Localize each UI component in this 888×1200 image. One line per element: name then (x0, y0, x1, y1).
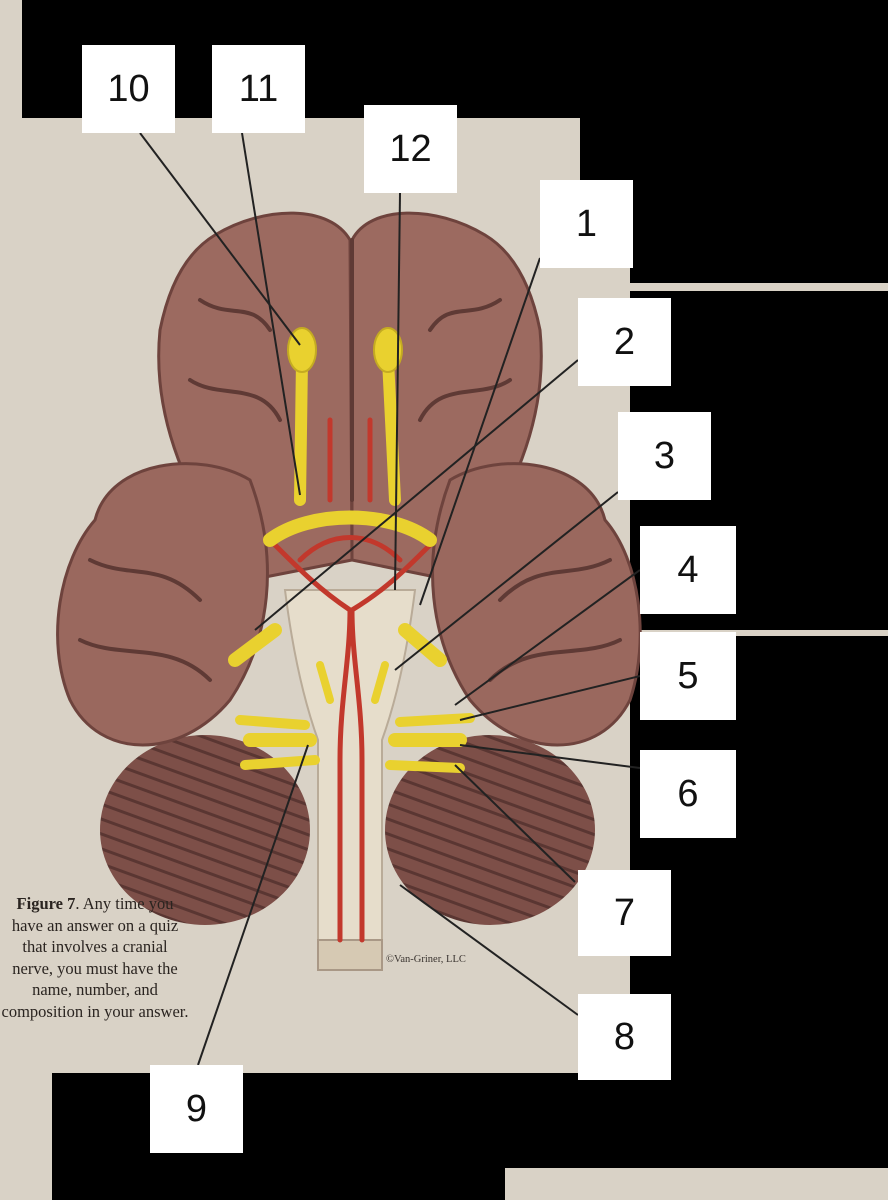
leader-line-11 (241, 132, 301, 496)
label-1: 1 (540, 180, 633, 268)
caption-label: Figure 7 (16, 894, 76, 913)
cranial-nerves (228, 354, 475, 773)
label-5: 5 (640, 632, 736, 720)
leader-line-10 (139, 132, 301, 346)
cerebellum (100, 735, 595, 925)
leader-line-6 (459, 744, 641, 769)
label-11: 11 (212, 45, 305, 133)
label-7: 7 (578, 870, 671, 956)
label-6: 6 (640, 750, 736, 838)
leader-line-4 (454, 569, 641, 706)
label-12: 12 (364, 105, 457, 193)
leader-line-8 (399, 884, 579, 1016)
arteries (272, 417, 433, 943)
label-10: 10 (82, 45, 175, 133)
figure-caption: Figure 7. Any time you have an answer on… (0, 893, 190, 1022)
leader-line-7 (454, 764, 576, 883)
label-8: 8 (578, 994, 671, 1080)
leader-line-2 (254, 359, 579, 631)
leader-line-9 (197, 744, 309, 1066)
label-4: 4 (640, 526, 736, 614)
leader-line-1 (419, 257, 541, 606)
copyright-text: ©Van-Griner, LLC (386, 954, 466, 965)
leader-line-12 (394, 192, 401, 591)
leader-lines (139, 132, 641, 1066)
label-2: 2 (578, 298, 671, 386)
label-3: 3 (618, 412, 711, 500)
caption-text: . Any time you have an answer on a quiz … (1, 894, 189, 1021)
brain-sulci (78, 238, 622, 682)
leader-line-3 (394, 491, 619, 671)
label-9: 9 (150, 1065, 243, 1153)
leader-line-5 (459, 675, 641, 721)
